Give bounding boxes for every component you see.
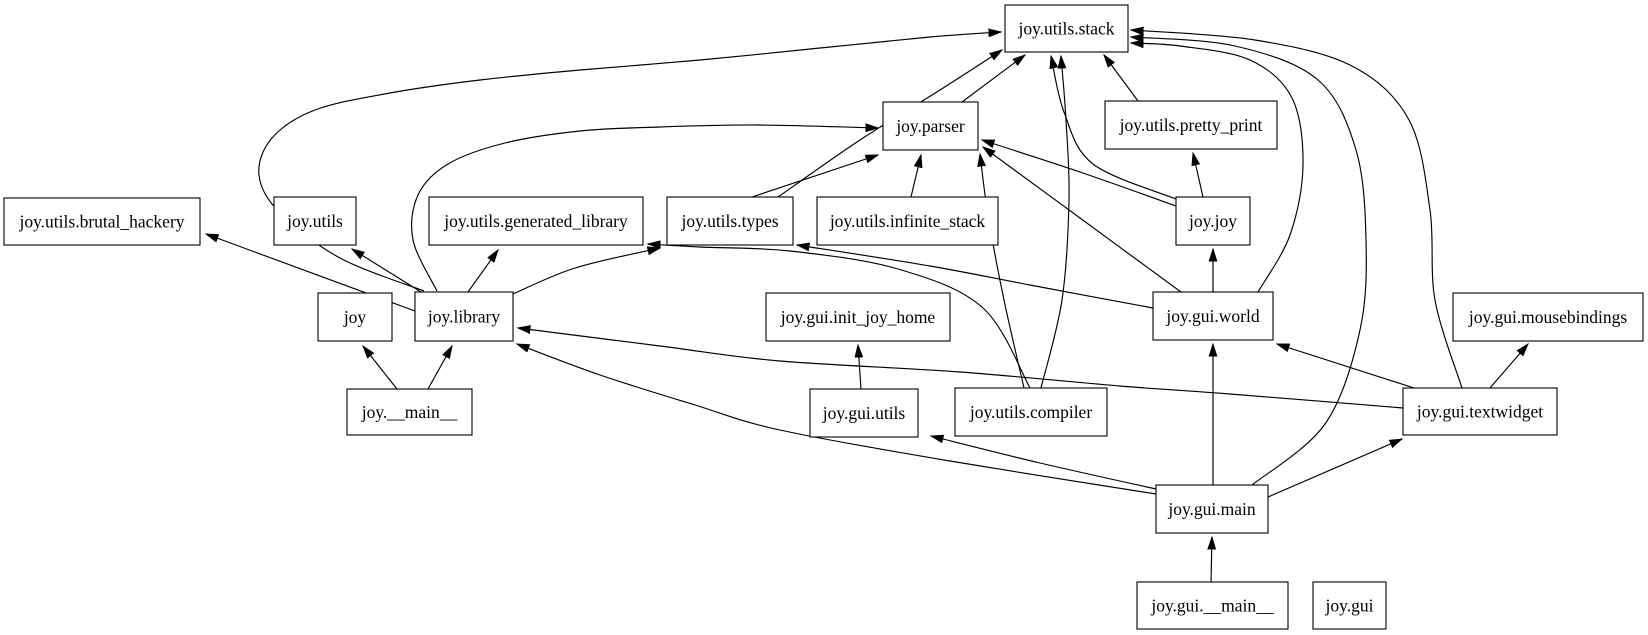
edge-joy-library-to-joy-utils-generated-library bbox=[467, 250, 498, 293]
edge-layer bbox=[206, 30, 1528, 583]
node-label: joy.gui bbox=[1325, 596, 1374, 616]
node-joy-gui-textwidget: joy.gui.textwidget bbox=[1402, 387, 1558, 436]
node-joy-gui-main: joy.gui.__main__ bbox=[1136, 581, 1289, 630]
edge-joy-utils-types-to-joy-parser bbox=[751, 154, 878, 198]
node-joy-gui-utils: joy.gui.utils bbox=[809, 388, 919, 438]
edge-joy-gui-textwidget-to-joy-gui-world bbox=[1277, 343, 1415, 389]
node-label: joy.joy bbox=[1188, 211, 1237, 231]
node-box bbox=[765, 292, 951, 342]
edge-joy-utils-compiler-to-joy-utils-generated-library bbox=[648, 244, 1031, 389]
node-box bbox=[3, 197, 201, 246]
node-box bbox=[666, 196, 794, 246]
edge-joy-gui-main-to-joy-gui-main bbox=[1211, 537, 1212, 583]
node-box bbox=[317, 292, 393, 342]
edge-joy-gui-main-to-joy-gui-textwidget bbox=[1267, 439, 1402, 498]
node-box bbox=[882, 101, 979, 151]
node-label: joy.__main__ bbox=[361, 402, 458, 422]
node-label: joy.library bbox=[427, 307, 500, 327]
node-box bbox=[428, 196, 644, 246]
node-joy-gui-world: joy.gui.world bbox=[1152, 291, 1274, 341]
edge-joy-utils-compiler-to-joy-utils-stack bbox=[1040, 56, 1070, 389]
edge-joy-gui-main-to-joy-gui-utils bbox=[931, 436, 1157, 490]
edge-joy-gui-textwidget-to-joy-utils-stack bbox=[1131, 30, 1463, 389]
node-joy-main: joy.__main__ bbox=[346, 388, 473, 436]
node-label: joy.utils.pretty_print bbox=[1119, 115, 1263, 135]
node-box bbox=[1152, 291, 1274, 341]
node-joy-utils-stack: joy.utils.stack bbox=[1004, 4, 1129, 53]
node-label: joy bbox=[343, 307, 367, 327]
node-label: joy.gui.init_joy_home bbox=[780, 307, 936, 327]
edge-joy-joy-to-joy-utils-pretty-print bbox=[1193, 153, 1204, 198]
node-label: joy.gui.__main__ bbox=[1150, 596, 1274, 616]
node-box bbox=[1136, 581, 1289, 630]
node-box bbox=[1155, 484, 1269, 534]
edge-joy-utils-pretty-print-to-joy-utils-stack bbox=[1104, 55, 1139, 102]
node-joy-gui-init-joy-home: joy.gui.init_joy_home bbox=[765, 292, 951, 342]
edge-joy-utils-infinite-stack-to-joy-parser bbox=[910, 155, 921, 198]
node-label: joy.utils.compiler bbox=[969, 402, 1092, 422]
node-joy-utils: joy.utils bbox=[273, 196, 357, 246]
node-joy-utils-pretty-print: joy.utils.pretty_print bbox=[1104, 100, 1278, 150]
edge-joy-joy-to-joy-parser bbox=[982, 139, 1177, 207]
node-box bbox=[1175, 196, 1251, 246]
node-joy-utils-brutal-hackery: joy.utils.brutal_hackery bbox=[3, 197, 201, 246]
node-joy-library: joy.library bbox=[414, 291, 514, 342]
edge-joy-gui-utils-to-joy-gui-init-joy-home bbox=[858, 345, 861, 390]
node-joy-gui-main: joy.gui.main bbox=[1155, 484, 1269, 534]
node-label: joy.utils.brutal_hackery bbox=[18, 212, 184, 232]
node-joy-gui: joy.gui bbox=[1312, 581, 1387, 630]
edge-joy-gui-world-to-joy-utils-stack bbox=[1131, 43, 1304, 293]
node-layer: joy.utils.stack joy.parser joy.utils.prett… bbox=[3, 4, 1644, 630]
node-label: joy.utils bbox=[286, 211, 343, 231]
node-box bbox=[1402, 387, 1558, 436]
edge-joy-main-to-joy bbox=[363, 346, 398, 390]
node-box bbox=[954, 387, 1108, 437]
edge-joy-library-to-joy-utils-stack bbox=[258, 32, 1001, 292]
node-joy: joy bbox=[317, 292, 393, 342]
node-label: joy.parser bbox=[895, 116, 965, 136]
node-label: joy.utils.infinite_stack bbox=[829, 211, 986, 231]
node-joy-utils-generated-library: joy.utils.generated_library bbox=[428, 196, 644, 246]
node-label: joy.utils.generated_library bbox=[443, 211, 628, 231]
node-label: joy.gui.main bbox=[1167, 499, 1256, 519]
node-joy-utils-compiler: joy.utils.compiler bbox=[954, 387, 1108, 437]
node-joy-utils-types: joy.utils.types bbox=[666, 196, 794, 246]
node-label: joy.gui.mousebindings bbox=[1468, 307, 1628, 327]
edge-joy-gui-world-to-joy-utils-types bbox=[797, 245, 1154, 309]
node-label: joy.gui.world bbox=[1165, 306, 1259, 326]
node-box bbox=[816, 196, 999, 246]
node-joy-utils-infinite-stack: joy.utils.infinite_stack bbox=[816, 196, 999, 246]
edge-joy-joy-to-joy-utils-stack bbox=[1051, 56, 1177, 200]
node-label: joy.utils.stack bbox=[1017, 19, 1114, 39]
node-box bbox=[1312, 581, 1387, 630]
node-joy-gui-mousebindings: joy.gui.mousebindings bbox=[1452, 292, 1644, 342]
node-joy-parser: joy.parser bbox=[882, 101, 979, 151]
edge-joy-library-to-joy-utils-types bbox=[512, 248, 660, 295]
node-joy-joy: joy.joy bbox=[1175, 196, 1251, 246]
node-box bbox=[414, 291, 514, 342]
edge-joy-main-to-joy-library bbox=[427, 346, 452, 390]
node-box bbox=[809, 388, 919, 438]
node-box bbox=[273, 196, 357, 246]
edge-joy-gui-main-to-joy-utils-stack bbox=[1131, 37, 1367, 486]
node-box bbox=[346, 388, 473, 436]
node-box bbox=[1004, 4, 1129, 53]
edge-joy-gui-main-to-joy-library bbox=[517, 343, 1157, 495]
node-label: joy.gui.utils bbox=[822, 403, 906, 423]
edge-joy-gui-textwidget-to-joy-gui-mousebindings bbox=[1489, 344, 1528, 389]
node-box bbox=[1104, 100, 1278, 150]
edge-joy-library-to-joy-utils bbox=[352, 249, 422, 293]
node-label: joy.utils.types bbox=[680, 211, 778, 231]
edge-joy-gui-textwidget-to-joy-library bbox=[518, 328, 1404, 409]
edge-joy-gui-world-to-joy-parser bbox=[983, 147, 1182, 293]
edge-joy-library-to-joy-parser bbox=[411, 125, 878, 292]
node-box bbox=[1452, 292, 1644, 342]
edge-joy-utils-compiler-to-joy-parser bbox=[980, 154, 1025, 389]
node-label: joy.gui.textwidget bbox=[1416, 402, 1543, 422]
edge-joy-parser-to-joy-utils-stack bbox=[961, 55, 1025, 103]
